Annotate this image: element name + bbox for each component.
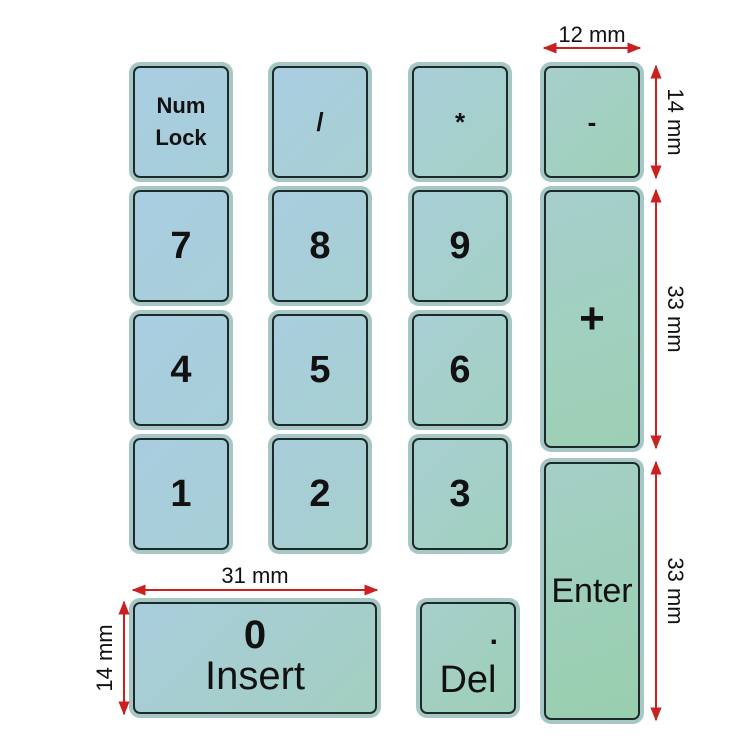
key-del-label: Del <box>439 659 497 701</box>
key-asterisk: * <box>412 66 508 178</box>
key-slash: / <box>272 66 368 178</box>
dim-label-key-width: 12 mm <box>558 22 625 47</box>
key-5: 5 <box>272 314 368 426</box>
key-insert: 0 Insert <box>133 602 377 714</box>
key-9: 9 <box>412 190 508 302</box>
dim-label-plus-height: 33 mm <box>663 285 688 352</box>
key-2: 2 <box>272 438 368 550</box>
key-num-lock: Num Lock <box>133 66 229 178</box>
key-plus: + <box>544 190 640 448</box>
key-7: 7 <box>133 190 229 302</box>
key-insert-zero: 0 <box>243 613 267 657</box>
key-8: 8 <box>272 190 368 302</box>
key-minus: - <box>544 66 640 178</box>
key-num-lock-line1: Num <box>156 93 206 118</box>
dim-label-insert-width: 31 mm <box>221 563 288 588</box>
key-3: 3 <box>412 438 508 550</box>
key-6: 6 <box>412 314 508 426</box>
key-num-lock-line2: Lock <box>155 125 207 150</box>
key-1: 1 <box>133 438 229 550</box>
dim-label-enter-height: 33 mm <box>663 557 688 624</box>
key-insert-label: Insert <box>204 654 306 698</box>
key-4: 4 <box>133 314 229 426</box>
key-del-dot: . <box>489 618 498 651</box>
key-enter: Enter <box>544 462 640 720</box>
key-del: . Del <box>420 602 516 714</box>
dim-label-insert-height: 14 mm <box>92 624 117 691</box>
dim-label-key-height: 14 mm <box>663 88 688 155</box>
